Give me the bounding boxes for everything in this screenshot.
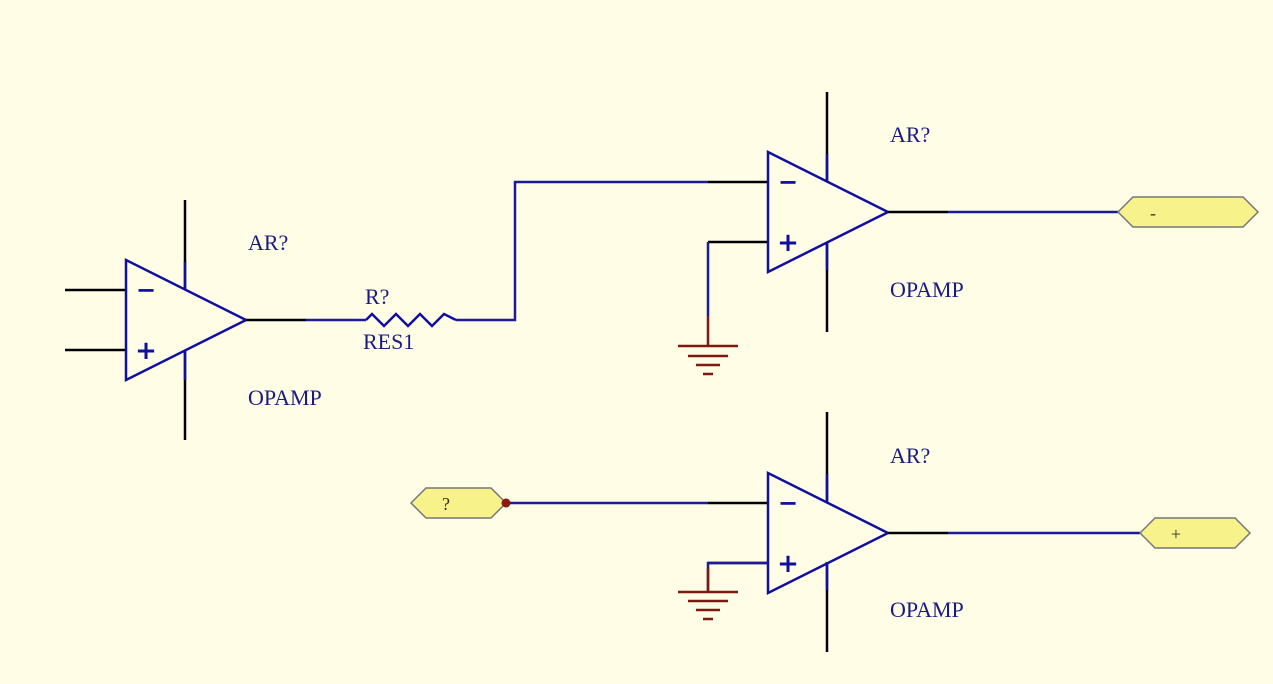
resistor-designator: R? xyxy=(365,284,389,309)
port-input-unknown[interactable]: ? xyxy=(409,487,508,519)
opamp-bottom-comment: OPAMP xyxy=(890,597,964,622)
opamp-top-plus-sign: + xyxy=(777,228,799,258)
opamp-bottom-minus-sign: − xyxy=(778,489,798,517)
port-output-minus[interactable]: - xyxy=(1116,196,1260,228)
opamp-top-comment: OPAMP xyxy=(890,277,964,302)
port-unknown-shape xyxy=(409,487,508,519)
junction-dot xyxy=(501,498,511,508)
port-plus-label: + xyxy=(1171,524,1181,544)
port-minus-label: - xyxy=(1150,203,1156,223)
ground-symbol-top xyxy=(678,316,738,376)
opamp-left-designator: AR? xyxy=(248,230,288,255)
opamp-left-minus-sign: − xyxy=(136,276,156,304)
resistor[interactable] xyxy=(365,312,457,328)
opamp-top-designator: AR? xyxy=(890,122,930,147)
ground-symbol-bottom xyxy=(678,568,738,621)
wire-resistor-to-opamp-top xyxy=(456,180,708,322)
opamp-bottom-right[interactable]: − + xyxy=(708,412,891,652)
resistor-comment: RES1 xyxy=(363,329,414,354)
opamp-top-body xyxy=(766,149,891,275)
opamp-top-right[interactable]: − + xyxy=(708,92,891,332)
port-unknown-label: ? xyxy=(442,494,450,514)
port-output-plus[interactable]: + xyxy=(1138,517,1252,549)
opamp-bottom-body xyxy=(766,470,891,596)
port-plus-shape xyxy=(1138,517,1252,549)
wire-opamp-bottom-to-ground xyxy=(706,561,768,592)
opamp-top-minus-sign: − xyxy=(778,168,798,196)
opamp-left-plus-sign: + xyxy=(135,336,157,366)
opamp-left-body xyxy=(124,257,249,383)
opamp-bottom-designator: AR? xyxy=(890,443,930,468)
opamp-bottom-plus-sign: + xyxy=(777,549,799,579)
opamp-left-comment: OPAMP xyxy=(248,385,322,410)
resistor-body xyxy=(365,312,457,328)
opamp-left[interactable]: − + xyxy=(65,200,249,440)
port-minus-shape xyxy=(1116,196,1260,228)
